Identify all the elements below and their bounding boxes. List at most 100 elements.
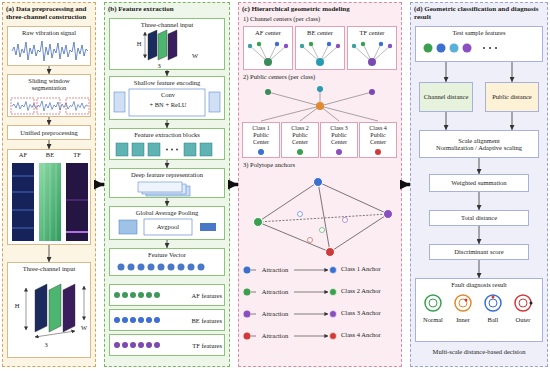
spectrogram-image: [66, 231, 88, 233]
channel-planes: [35, 331, 75, 337]
bearing-icon: [519, 299, 527, 307]
feature-vector: [118, 264, 205, 271]
flow-arrow: [446, 62, 447, 82]
test-sample-dots: [437, 44, 446, 53]
channel-planes: [148, 30, 157, 60]
panel-title: (d) Geometric classification and diagnos…: [414, 5, 544, 21]
flow-arrow: [479, 226, 480, 244]
channel-center-cluster: [316, 58, 324, 66]
channel-feature-dots: [130, 317, 136, 323]
polytope-figure: [326, 248, 335, 257]
process-box: Test sample features: [415, 26, 543, 62]
stage-arrow: [230, 183, 238, 187]
channel-center-cluster: [300, 44, 304, 48]
annotation: Attraction: [258, 288, 292, 295]
bearing-icon: [425, 295, 441, 311]
box-label: Shallow feature encoding: [113, 79, 221, 86]
flow-arrow: [167, 160, 168, 168]
item-label: Conv: [130, 91, 206, 98]
polytope-figure: [254, 178, 393, 257]
polytope-figure: [308, 238, 313, 243]
process-box: Sliding window segmentation: [7, 74, 91, 117]
bearing-icon: [515, 295, 531, 311]
process-box: Deep feature representation: [109, 168, 225, 198]
box-label: Class 1 Public Center: [246, 125, 276, 146]
spectrogram-image: [44, 163, 56, 241]
feature-vector: [128, 264, 135, 271]
process-box: Class 3 Anchor: [340, 306, 398, 322]
box-label: Public distance: [489, 93, 535, 100]
process-box: AF features: [109, 284, 225, 306]
attraction-arrow: [244, 289, 251, 296]
feature-vector: [158, 264, 165, 271]
section-heading: 2) Public centers (per class): [243, 73, 398, 80]
channel-planes: [63, 284, 75, 332]
flow-arrow: [49, 117, 50, 125]
process-box: Total distance: [429, 210, 529, 226]
process-box: Global Average PoolingAvgpool: [109, 206, 225, 240]
box-label: Class 3 Public Center: [324, 125, 354, 146]
item-label: Class 3 Anchor: [341, 309, 397, 316]
feature-vector: [118, 264, 125, 271]
process-box: Public distance: [485, 82, 539, 112]
box-label: Sliding window segmentation: [11, 77, 87, 92]
flow-arrow: [512, 112, 513, 130]
item-label: AF: [12, 151, 34, 158]
feature-vector: [168, 264, 175, 271]
channel-feature-dots: [130, 342, 136, 348]
box-label: Channel distance: [423, 93, 469, 100]
channel-center-cluster: [250, 44, 286, 62]
channel-planes: [35, 284, 47, 332]
bearing-icon: [492, 296, 495, 299]
segmented-waveform: [66, 98, 89, 114]
box-label: Deep feature representation: [113, 171, 221, 178]
stage-arrow: [96, 183, 104, 187]
public-center-network: [261, 106, 378, 121]
process-box: Class 1 Public Center: [242, 122, 280, 158]
channel-planes: [145, 32, 146, 58]
panel-title: (c) Hierarchical geometric modeling: [242, 5, 398, 13]
attraction-arrow: [330, 311, 337, 318]
public-center-network: [316, 102, 324, 110]
item-label: TF features: [170, 342, 222, 349]
process-box: TF center: [347, 26, 397, 70]
flow-arrow: [479, 260, 480, 278]
bearing-icon: [459, 299, 467, 307]
process-box: Channel distance: [419, 82, 473, 112]
channel-feature-dots: [138, 342, 144, 348]
polytope-figure: [298, 212, 303, 217]
pooling-block: [119, 219, 216, 235]
bearing-icon: [425, 295, 533, 311]
feature-blocks: [148, 143, 160, 156]
polytope-figure: [258, 214, 388, 222]
item-label: Class 1 Anchor: [341, 265, 397, 272]
process-box: Class 1 Anchor: [340, 262, 398, 278]
item-label: + BN + ReLU: [130, 101, 206, 108]
process-box: Feature Vector: [109, 248, 225, 276]
deep-feature-maps: [138, 182, 182, 192]
process-box: Discriminant score: [429, 244, 529, 260]
box-label: Normalization / Adaptive scaling: [423, 144, 535, 151]
flow-arrow: [479, 192, 480, 210]
spectrogram-image: [66, 200, 88, 201]
channel-feature-dots: [130, 292, 136, 298]
raw-waveform: [12, 41, 88, 61]
channel-feature-dots: [114, 342, 120, 348]
feature-blocks: [166, 149, 168, 151]
bearing-icon: [465, 299, 468, 302]
public-center-network: [297, 149, 303, 155]
flow-arrow: [446, 112, 447, 130]
channel-center-cluster: [388, 44, 392, 48]
process-box: AFBETF: [7, 149, 91, 245]
flow-arrow: [49, 66, 50, 74]
item-label: Avgpool: [147, 223, 189, 230]
item-label: TF: [66, 151, 88, 158]
segmented-waveform: [11, 98, 34, 114]
flow-arrow: [167, 70, 168, 76]
channel-planes: [168, 30, 177, 60]
test-sample-dots: [483, 47, 485, 49]
item-label: 3: [41, 341, 51, 348]
channel-center-cluster: [257, 42, 261, 46]
channel-feature-dots: [146, 292, 152, 298]
box-label: Three-channel input: [113, 21, 221, 28]
